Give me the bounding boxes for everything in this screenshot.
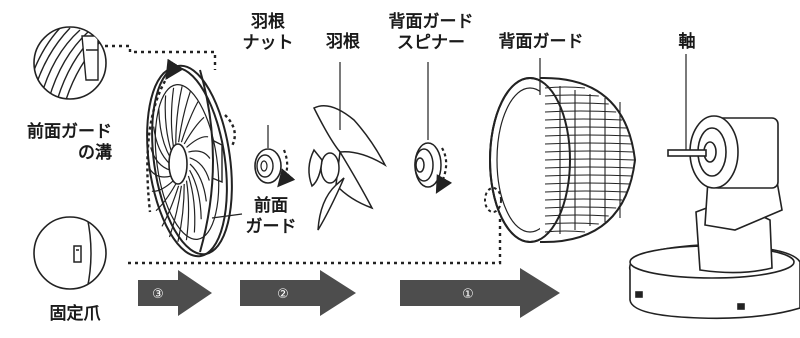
blade-nut-label-line2: ナット <box>242 33 294 53</box>
guard-spoke <box>158 108 171 159</box>
step-2-number: ② <box>277 287 289 302</box>
guard-spoke <box>180 101 199 143</box>
step-arrow-3[interactable]: ③ <box>138 270 212 316</box>
blade <box>308 62 387 231</box>
fan-body <box>629 54 800 320</box>
guard-rib <box>544 94 599 97</box>
guard-spoke <box>189 163 207 202</box>
guard-rib <box>544 102 609 105</box>
step-3-number: ③ <box>152 287 164 302</box>
guard-spoke <box>164 95 173 153</box>
guard-spoke <box>187 175 196 233</box>
front-guard-groove-label-line2: の溝 <box>78 143 112 163</box>
guard-spoke <box>155 183 177 212</box>
blade-nut <box>254 125 296 188</box>
front-guard-groove-label: 前面ガード の溝 <box>0 122 112 164</box>
guard-spoke <box>168 185 182 238</box>
claw-zoom-circle <box>33 216 107 290</box>
guard-spoke <box>185 180 190 241</box>
step-1-number: ① <box>462 287 474 302</box>
guard-rib <box>544 174 633 177</box>
blade-nut-label: 羽根 ナット <box>232 12 304 54</box>
guard-spoke <box>177 183 185 242</box>
rear-guard <box>484 58 637 244</box>
dotted-guide-lines <box>98 44 502 265</box>
guard-rib <box>544 118 623 121</box>
guard-spoke <box>150 147 171 171</box>
guard-spoke <box>189 157 210 181</box>
guard-spoke <box>188 150 211 159</box>
guard-rib <box>544 198 623 201</box>
front-guard-label: 前面 ガード <box>236 196 306 238</box>
front-guard-groove-label-line1: 前面ガード <box>27 122 112 142</box>
fixing-claw-label: 固定爪 <box>49 304 101 324</box>
step-arrow-2[interactable]: ② <box>240 270 356 316</box>
guard-rib <box>544 190 627 193</box>
rear-guard-spinner <box>414 62 453 194</box>
rear-guard-spinner-label-line1: 背面ガード <box>388 12 474 32</box>
guard-spoke <box>151 180 174 192</box>
guard-spoke <box>183 116 205 145</box>
blade-label: 羽根 <box>326 32 360 52</box>
guard-spoke <box>149 169 172 178</box>
guard-rib <box>544 182 630 185</box>
guard-rib <box>544 166 634 169</box>
guard-spoke <box>161 185 180 227</box>
guard-rib <box>544 110 617 113</box>
front-guard <box>146 58 236 258</box>
blade-nut-label-line1: 羽根 <box>251 12 285 32</box>
guard-rib <box>544 214 609 217</box>
guard-rib <box>544 134 630 137</box>
guard-spoke <box>186 136 209 148</box>
guard-rib <box>544 126 627 129</box>
shaft-label: 軸 <box>678 32 696 52</box>
rear-guard-label: 背面ガード <box>498 32 584 52</box>
guard-rib <box>544 142 633 145</box>
rear-guard-spinner-label-line2: スピナー <box>397 33 465 53</box>
front-guard-label-line2: ガード <box>245 217 297 237</box>
guard-rib <box>544 230 586 233</box>
guard-spoke <box>189 169 202 220</box>
step-arrow-1[interactable]: ① <box>400 268 560 318</box>
guard-rib <box>544 150 634 153</box>
leader-lines <box>211 213 243 219</box>
guard-spoke <box>170 87 175 148</box>
guard-rib <box>544 86 586 89</box>
guard-spoke <box>175 86 183 145</box>
guard-rib <box>544 222 599 225</box>
groove-zoom-circle <box>33 26 107 100</box>
guard-spoke <box>153 126 171 165</box>
guard-rib <box>544 206 617 209</box>
front-guard-label-line1: 前面 <box>254 196 288 216</box>
rear-guard-spinner-label: 背面ガード スピナー <box>380 12 482 54</box>
guard-spoke <box>178 90 192 143</box>
